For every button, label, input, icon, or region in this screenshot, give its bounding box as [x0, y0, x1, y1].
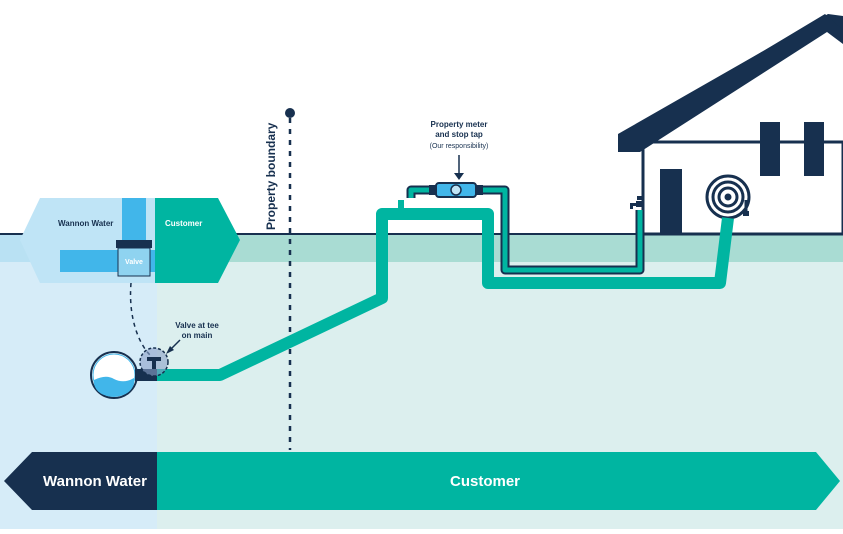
house-window-left: [760, 122, 780, 176]
house-door: [660, 169, 682, 234]
meter-sublabel: (Our responsibility): [430, 143, 489, 150]
bar-customer-label: Customer: [450, 473, 520, 490]
meter-callout-arrow: [454, 173, 464, 180]
hose-reel-icon: [705, 174, 751, 220]
bar-customer-segment: [157, 452, 816, 510]
tap-icon: [630, 196, 644, 209]
bar-left-arrow: [4, 452, 32, 510]
water-main-icon: [90, 351, 138, 399]
inset-customer-panel: [155, 198, 218, 283]
inset-riser-pipe: [122, 198, 146, 248]
inset-left-arrow: [20, 198, 40, 283]
valve-callout-arrow: [166, 346, 174, 354]
meter-pipe: [408, 187, 643, 273]
bar-wannon-label: Wannon Water: [43, 473, 147, 490]
meter-label-2: and stop tap: [435, 130, 483, 139]
valve-t-icon: [147, 357, 161, 369]
inset-right-arrow: [218, 198, 240, 283]
inset-wannon-label: Wannon Water: [58, 219, 113, 228]
responsibility-bar: Wannon Water Customer: [4, 452, 840, 510]
inset-valve-body: [117, 247, 151, 277]
water-meter-icon: [429, 182, 483, 198]
house-window-right: [804, 122, 824, 176]
service-riser: [398, 200, 404, 210]
inset-valve-label: Valve: [125, 259, 143, 266]
inset-customer-label: Customer: [165, 219, 202, 228]
valve-tee-label-1: Valve at tee: [175, 321, 219, 330]
inset-valve-cap: [116, 240, 152, 248]
service-pipe: [152, 208, 734, 381]
valve-tee-label-2: on main: [182, 331, 213, 340]
property-boundary-marker: [285, 108, 295, 118]
meter-label-1: Property meter: [431, 120, 488, 129]
bar-right-arrow: [816, 452, 840, 510]
bar-wannon-segment: [32, 452, 157, 510]
property-boundary-label: Property boundary: [264, 122, 278, 230]
responsibility-inset: Wannon Water Customer Valve: [20, 198, 240, 283]
soil-band-customer: [157, 234, 843, 262]
